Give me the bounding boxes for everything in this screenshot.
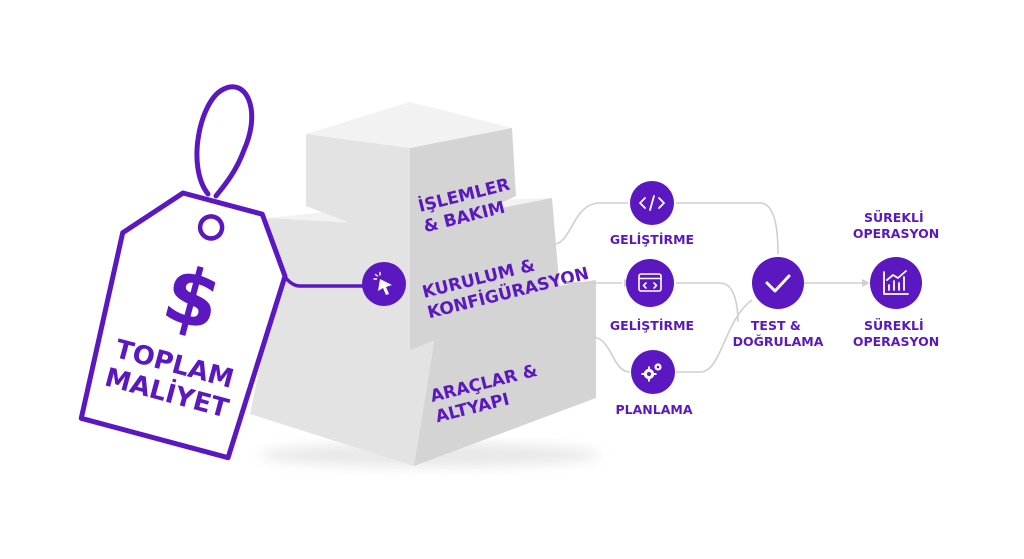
tag-hole [197, 214, 225, 241]
connector-bottom-out [676, 299, 753, 373]
checkmark-icon [765, 274, 791, 293]
node-development-middle[interactable] [626, 259, 674, 307]
cursor-click-icon [373, 271, 392, 295]
node-development-middle-label: GELİŞTİRME [610, 318, 694, 333]
tag-body [78, 190, 288, 461]
node-development-top-label: GELİŞTİRME [610, 232, 694, 247]
node-operations-label-top: SÜREKLİ OPERASYON [853, 210, 939, 241]
node-test[interactable] [752, 257, 804, 309]
node-cursor[interactable] [362, 262, 406, 306]
chart-icon [883, 270, 909, 295]
connector-middle-out [676, 282, 739, 323]
tier-top: İŞLEMLER & BAKIM [306, 102, 516, 246]
connectors [555, 202, 866, 373]
node-operations[interactable] [870, 257, 922, 309]
browser-code-icon [638, 273, 662, 292]
gears-icon [641, 363, 662, 382]
tier-middle: KURULUM & KONFİGÜRASYON [258, 198, 591, 350]
node-development-top[interactable] [630, 181, 674, 225]
code-icon [639, 195, 665, 211]
connector-bottom-in [591, 336, 631, 373]
connector-top-out [676, 202, 779, 255]
node-test-label: TEST & DOĞRULAMA [733, 318, 824, 349]
node-operations-label-bottom: SÜREKLİ OPERASYON [853, 318, 939, 349]
node-planning[interactable] [631, 350, 675, 394]
tag-string-loop [194, 84, 255, 199]
node-planning-label: PLANLAMA [615, 402, 692, 417]
price-tag: $ TOPLAM MALİYET [78, 84, 366, 461]
connector-top-in [555, 202, 628, 245]
